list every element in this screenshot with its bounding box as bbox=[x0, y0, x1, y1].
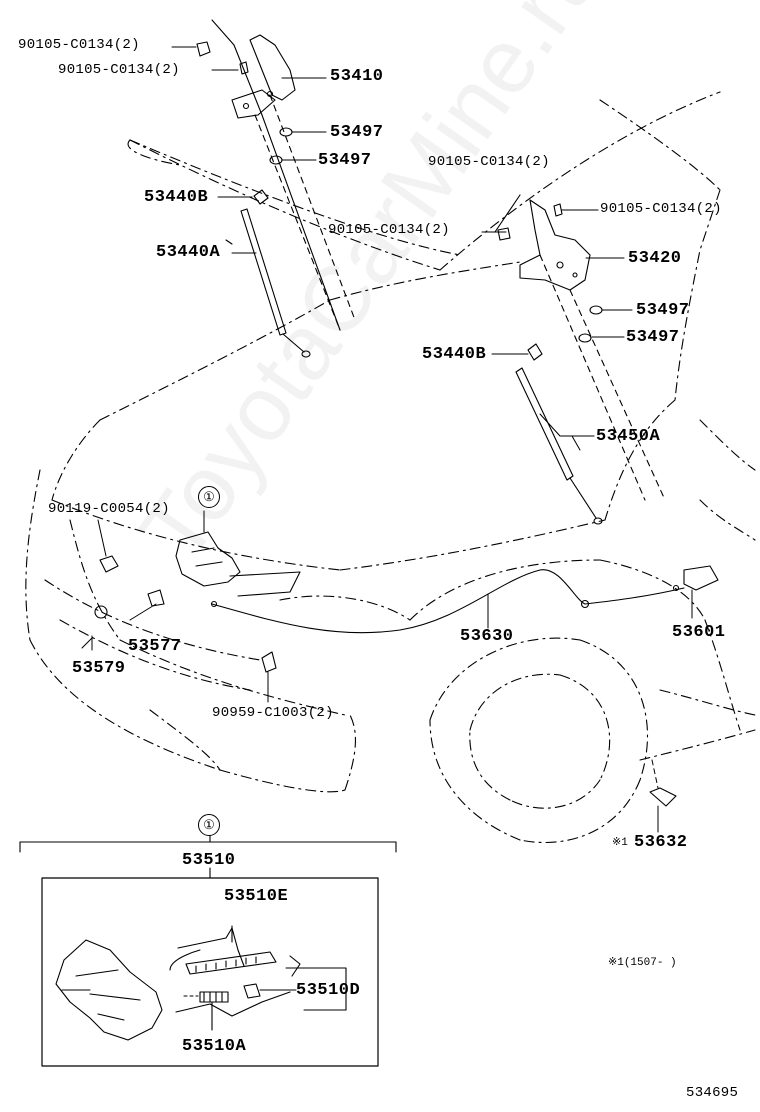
gas-struts bbox=[240, 208, 603, 525]
label-strut-right: 53450A bbox=[596, 427, 661, 446]
label-hinge-bolt-4: 90105-C0134(2) bbox=[600, 201, 722, 217]
hood-hinge-right bbox=[494, 194, 666, 501]
hood-hinge-left bbox=[211, 19, 356, 331]
hardware-parts bbox=[94, 41, 719, 807]
label-cushion-1: 53497 bbox=[330, 123, 384, 142]
label-53577: 53577 bbox=[128, 637, 182, 656]
label-53440b-2: 53440B bbox=[422, 345, 487, 364]
label-hinge-bolt-5: 90105-C0134(2) bbox=[328, 222, 450, 238]
label-spring-d: 53510D bbox=[296, 981, 361, 1000]
body-outline bbox=[25, 419, 756, 844]
label-bracket-mark: ※1 bbox=[612, 837, 628, 849]
hood-lock bbox=[175, 531, 301, 597]
label-53440b-1: 53440B bbox=[144, 188, 209, 207]
label-hinge-bolt-2: 90105-C0134(2) bbox=[58, 62, 180, 78]
ref-circle-2: ① bbox=[198, 814, 220, 836]
ref-circle-1: ① bbox=[198, 486, 220, 508]
label-spring-e: 53510E bbox=[224, 887, 289, 906]
label-cushion-2: 53497 bbox=[318, 151, 372, 170]
label-clamp: 90959-C1003(2) bbox=[212, 705, 334, 721]
release-cable bbox=[210, 569, 685, 634]
diagram-id: 534695 bbox=[686, 1085, 739, 1101]
label-53579: 53579 bbox=[72, 659, 126, 678]
label-cushion-3: 53497 bbox=[636, 301, 690, 320]
inset-lock-detail bbox=[55, 925, 347, 1041]
inset-title: 53510 bbox=[182, 851, 236, 870]
label-strut-left: 53440A bbox=[156, 243, 221, 262]
hood-outline bbox=[51, 91, 721, 571]
label-hinge-right: 53420 bbox=[628, 249, 682, 268]
label-lever-bracket: 53632 bbox=[634, 833, 688, 852]
label-lock-bolt: 90119-C0054(2) bbox=[48, 501, 170, 517]
label-cable: 53630 bbox=[460, 627, 514, 646]
date-note: ※1(1507- ) bbox=[608, 957, 677, 969]
label-hinge-bolt-1: 90105-C0134(2) bbox=[18, 37, 140, 53]
label-spring-a: 53510A bbox=[182, 1037, 247, 1056]
label-hinge-left: 53410 bbox=[330, 67, 384, 86]
label-cushion-4: 53497 bbox=[626, 328, 680, 347]
label-hinge-bolt-3: 90105-C0134(2) bbox=[428, 154, 550, 170]
leader-lines bbox=[81, 46, 693, 833]
label-release-lever: 53601 bbox=[672, 623, 726, 642]
